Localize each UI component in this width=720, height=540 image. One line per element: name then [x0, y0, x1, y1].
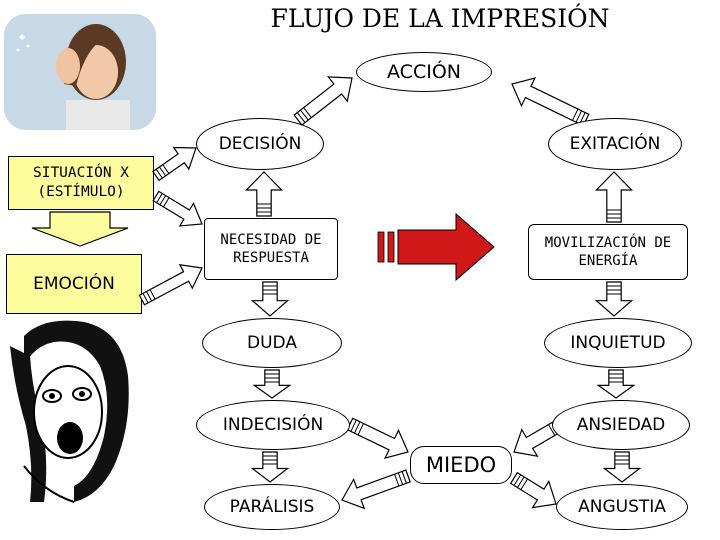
node-ansiedad: ANSIEDAD	[552, 400, 690, 450]
node-indecision: INDECISIÓN	[196, 400, 350, 450]
node-paralisis: PARÁLISIS	[204, 484, 340, 530]
arrow-miedo-paralisis	[341, 469, 411, 510]
arrow-duda-indecision	[252, 369, 292, 399]
arrow-movilizacion-inquietud	[594, 281, 634, 317]
screaming-woman-illustration	[4, 316, 134, 506]
arrow-decision-accion	[293, 76, 353, 126]
yellow-down-arrow	[31, 211, 129, 247]
arrow-miedo-angustia	[509, 471, 557, 509]
node-duda: DUDA	[202, 318, 342, 368]
arrow-necesidad-duda	[250, 281, 290, 317]
diagram-title: FLUJO DE LA IMPRESIÓN	[270, 4, 610, 33]
arrow-situacion-necesidad	[152, 190, 203, 227]
node-accion: ACCIÓN	[356, 52, 492, 92]
node-angustia: ANGUSTIA	[556, 484, 688, 530]
node-inquietud: INQUIETUD	[544, 318, 692, 368]
arrow-emocion-necesidad	[138, 264, 203, 306]
arrow-inquietud-ansiedad	[596, 369, 636, 399]
arrow-indecision-miedo	[346, 417, 409, 459]
emotion-box: EMOCIÓN	[6, 254, 142, 314]
arrow-movilizacion-exitacion	[594, 171, 634, 223]
node-movilizacion: MOVILIZACIÓN DE ENERGÍA	[528, 224, 688, 280]
arrow-exitacion-accion	[511, 77, 590, 127]
node-exitacion: EXITACIÓN	[548, 118, 682, 170]
red-right-arrow	[377, 212, 495, 282]
situation-stimulus-box: SITUACIÓN X (ESTÍMULO)	[8, 156, 154, 210]
node-miedo: MIEDO	[410, 446, 512, 484]
node-decision: DECISIÓN	[196, 118, 324, 170]
arrow-indecision-paralisis	[250, 451, 290, 483]
arrow-necesidad-decision	[244, 171, 284, 217]
node-necesidad: NECESIDAD DE RESPUESTA	[204, 218, 338, 280]
arrow-ansiedad-angustia	[602, 451, 642, 483]
stressed-woman-photo	[4, 14, 156, 130]
arrow-situacion-decision	[152, 146, 197, 182]
